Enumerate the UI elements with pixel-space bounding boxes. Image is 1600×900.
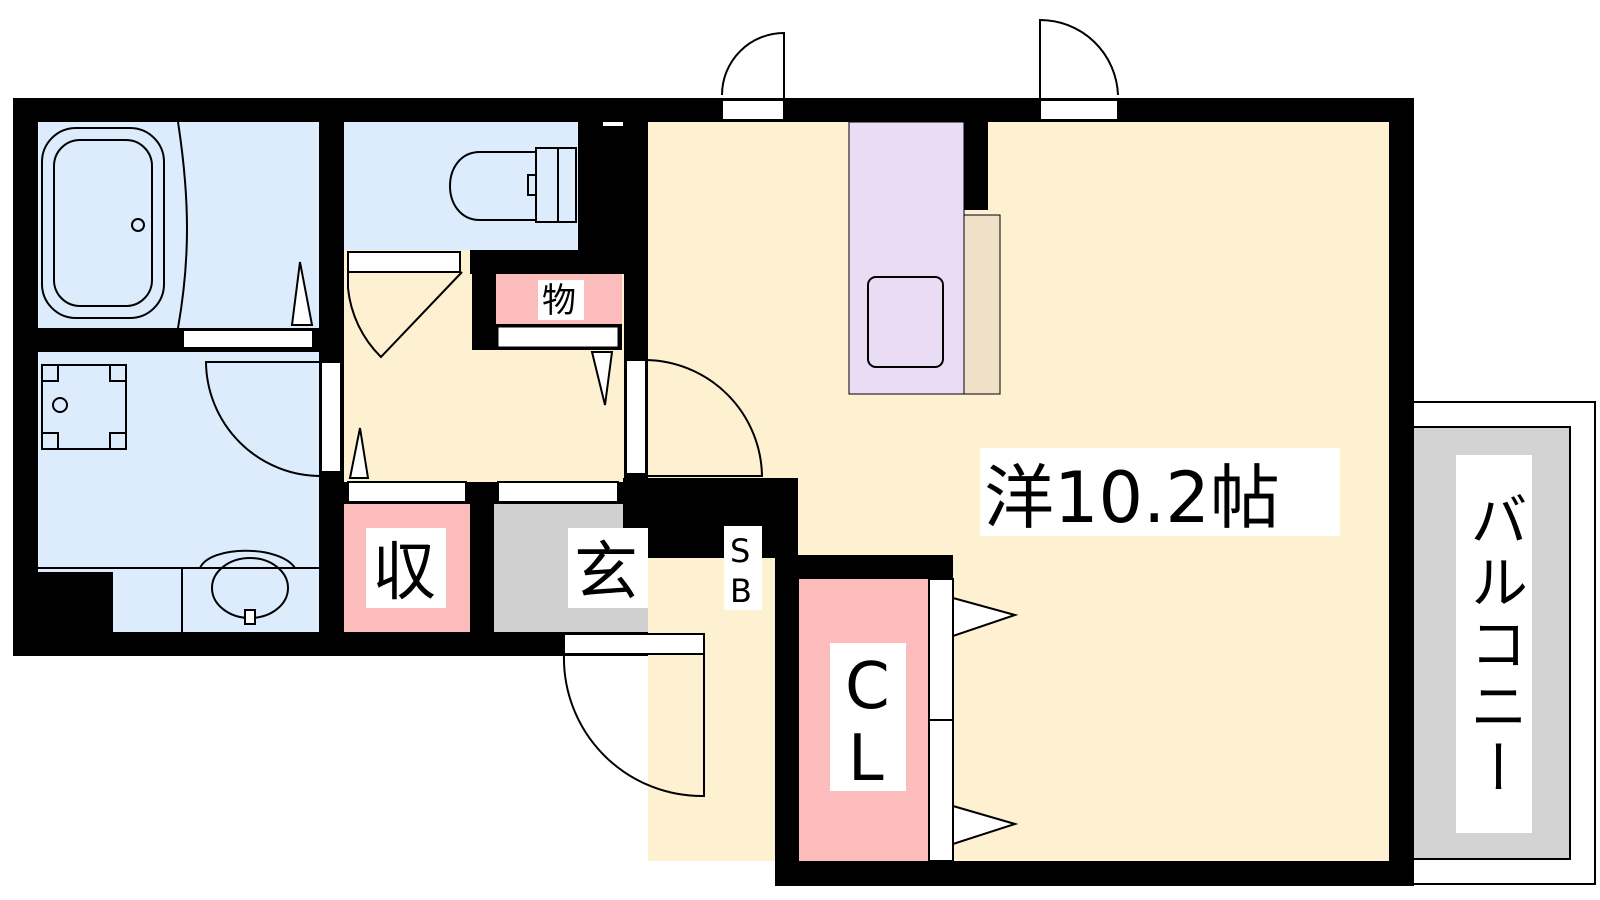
storeroom-label: 物 (542, 281, 576, 321)
kitchen-counter (848, 121, 965, 395)
toilet-room (344, 122, 578, 250)
closet-label-l: L (848, 722, 884, 796)
entrance-label: 玄 (574, 536, 638, 610)
balcony-label: バルコニー (1460, 490, 1528, 800)
shoe-box-label-b: B (730, 572, 752, 610)
bathroom (38, 122, 319, 328)
bathtub-icon (41, 121, 188, 329)
kitchen-sink-icon (867, 276, 944, 368)
storage-label: 収 (372, 536, 436, 610)
western-room-label: 洋10.2帖 (984, 457, 1280, 539)
door-swing-icon (182, 18, 1119, 846)
shoe-box-label-s: S (730, 532, 750, 570)
balcony: バルコニー (1412, 401, 1596, 885)
closet-label-c: C (845, 650, 890, 724)
washing-machine-pan-icon (41, 364, 127, 450)
washbasin-icon (38, 549, 319, 632)
toilet-icon (449, 147, 577, 223)
